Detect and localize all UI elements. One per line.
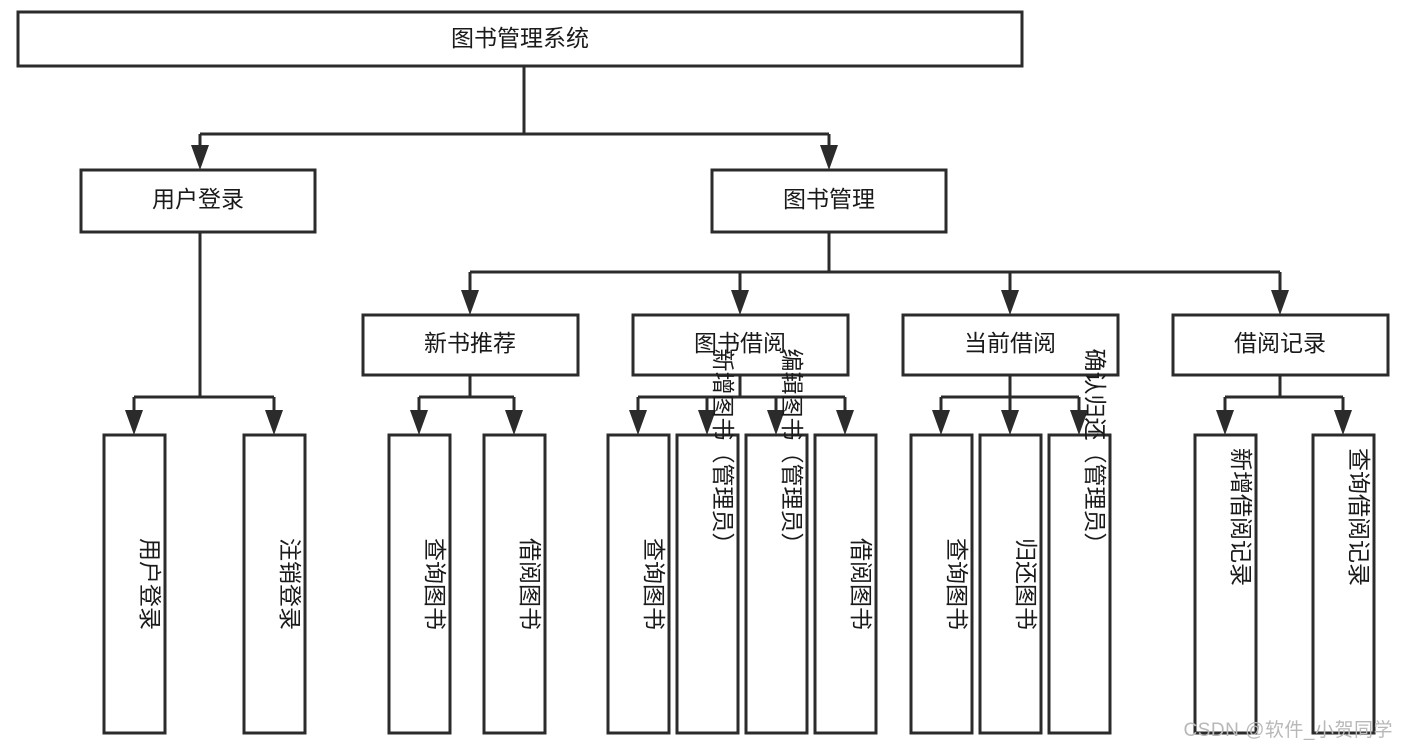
leaf-br-add-record-box[interactable] — [1193, 433, 1258, 735]
leaf-logout-label: 注销登录 — [277, 538, 303, 630]
arrow-head-book-borrow — [731, 290, 749, 315]
arrow-head-new-book — [461, 290, 479, 315]
leaf-cb-return-book-label: 归还图书 — [1013, 538, 1039, 630]
leaf-br-add-record[interactable]: 新增借阅记录 — [1193, 433, 1258, 735]
leaf-bb-edit-book-label: 编辑图书（管理员） — [779, 349, 805, 556]
node-borrow-record-box[interactable] — [1171, 313, 1390, 377]
arrow-head-bb-leaf-4 — [836, 410, 854, 435]
node-user-login[interactable]: 用户登录 — [79, 168, 317, 234]
arrow-head-leaf-logout — [265, 410, 283, 435]
leaf-user-login[interactable]: 用户登录 — [102, 433, 167, 735]
leaf-nb-query-book-label: 查询图书 — [422, 538, 448, 630]
leaf-bb-edit-book-box[interactable] — [744, 433, 809, 735]
arrow-head-bb-leaf-3 — [767, 410, 785, 435]
node-book-manage-box[interactable] — [710, 168, 948, 234]
arrow-head-bb-leaf-2 — [698, 410, 716, 435]
leaf-nb-query-book-box[interactable] — [387, 433, 452, 735]
leaf-bb-query-book-label: 查询图书 — [641, 538, 667, 630]
node-borrow-record-label: 借阅记录 — [1234, 330, 1326, 356]
arrow-head-cb-leaf-2 — [1001, 410, 1019, 435]
node-borrow-record[interactable]: 借阅记录 — [1171, 313, 1390, 377]
leaf-nb-borrow-book-box[interactable] — [482, 433, 547, 735]
node-book-borrow[interactable]: 图书借阅 — [631, 313, 850, 377]
leaf-cb-confirm-return[interactable]: 确认归还（管理员） — [1047, 349, 1112, 735]
node-user-login-label: 用户登录 — [152, 186, 244, 212]
leaf-bb-borrow-book[interactable]: 借阅图书 — [813, 433, 878, 735]
node-book-borrow-label: 图书借阅 — [694, 330, 786, 356]
node-current-borrow[interactable]: 当前借阅 — [901, 313, 1120, 377]
leaf-br-add-record-label: 新增借阅记录 — [1228, 448, 1254, 586]
leaf-bb-query-book[interactable]: 查询图书 — [606, 433, 671, 735]
leaf-cb-confirm-return-label: 确认归还（管理员） — [1082, 349, 1108, 556]
arrow-head-br-leaf-2 — [1334, 410, 1352, 435]
node-new-book-recommend-box[interactable] — [361, 313, 580, 377]
leaf-br-query-record[interactable]: 查询借阅记录 — [1311, 433, 1376, 735]
node-root-box[interactable] — [16, 10, 1024, 68]
leaf-bb-borrow-book-box[interactable] — [813, 433, 878, 735]
node-new-book-recommend[interactable]: 新书推荐 — [361, 313, 580, 377]
node-book-borrow-box[interactable] — [631, 313, 850, 377]
leaf-user-login-box[interactable] — [102, 433, 167, 735]
arrow-head-br-leaf-1 — [1216, 410, 1234, 435]
arrow-head-bb-leaf-1 — [629, 410, 647, 435]
arrow-head-current-borrow — [1001, 290, 1019, 315]
leaf-bb-edit-book[interactable]: 编辑图书（管理员） — [744, 349, 809, 735]
leaf-bb-add-book-label: 新增图书（管理员） — [710, 349, 736, 556]
leaf-nb-borrow-book-label: 借阅图书 — [517, 538, 543, 630]
arrow-head-user-login — [191, 145, 209, 170]
leaf-br-query-record-box[interactable] — [1311, 433, 1376, 735]
node-book-manage-label: 图书管理 — [783, 186, 875, 212]
leaf-nb-query-book[interactable]: 查询图书 — [387, 433, 452, 735]
leaf-br-query-record-label: 查询借阅记录 — [1346, 448, 1372, 586]
leaf-cb-query-book-label: 查询图书 — [944, 538, 970, 630]
leaf-user-login-label: 用户登录 — [137, 538, 163, 630]
node-user-login-box[interactable] — [79, 168, 317, 234]
node-book-manage[interactable]: 图书管理 — [710, 168, 948, 234]
leaf-cb-query-book-box[interactable] — [909, 433, 974, 735]
node-root[interactable]: 图书管理系统 — [16, 10, 1024, 68]
arrow-head-borrow-record — [1271, 290, 1289, 315]
leaf-cb-query-book[interactable]: 查询图书 — [909, 433, 974, 735]
leaf-bb-add-book[interactable]: 新增图书（管理员） — [675, 349, 740, 735]
leaf-logout-box[interactable] — [242, 433, 307, 735]
leaf-bb-query-book-box[interactable] — [606, 433, 671, 735]
arrow-head-cb-leaf-1 — [932, 410, 950, 435]
arrow-head-nb-leaf-2 — [505, 410, 523, 435]
node-current-borrow-label: 当前借阅 — [964, 330, 1056, 356]
arrow-head-leaf-user-login — [125, 410, 143, 435]
leaf-bb-add-book-box[interactable] — [675, 433, 740, 735]
arrow-head-cb-leaf-3 — [1070, 410, 1088, 435]
leaf-nb-borrow-book[interactable]: 借阅图书 — [482, 433, 547, 735]
leaf-cb-confirm-return-box[interactable] — [1047, 433, 1112, 735]
leaf-bb-borrow-book-label: 借阅图书 — [848, 538, 874, 630]
leaf-cb-return-book[interactable]: 归还图书 — [978, 433, 1043, 735]
arrow-head-nb-leaf-1 — [410, 410, 428, 435]
node-root-label: 图书管理系统 — [451, 25, 589, 51]
arrow-head-book-manage — [820, 145, 838, 170]
node-new-book-recommend-label: 新书推荐 — [424, 330, 516, 356]
node-current-borrow-box[interactable] — [901, 313, 1120, 377]
connector-layer — [125, 66, 1352, 435]
leaf-logout[interactable]: 注销登录 — [242, 433, 307, 735]
leaf-cb-return-book-box[interactable] — [978, 433, 1043, 735]
